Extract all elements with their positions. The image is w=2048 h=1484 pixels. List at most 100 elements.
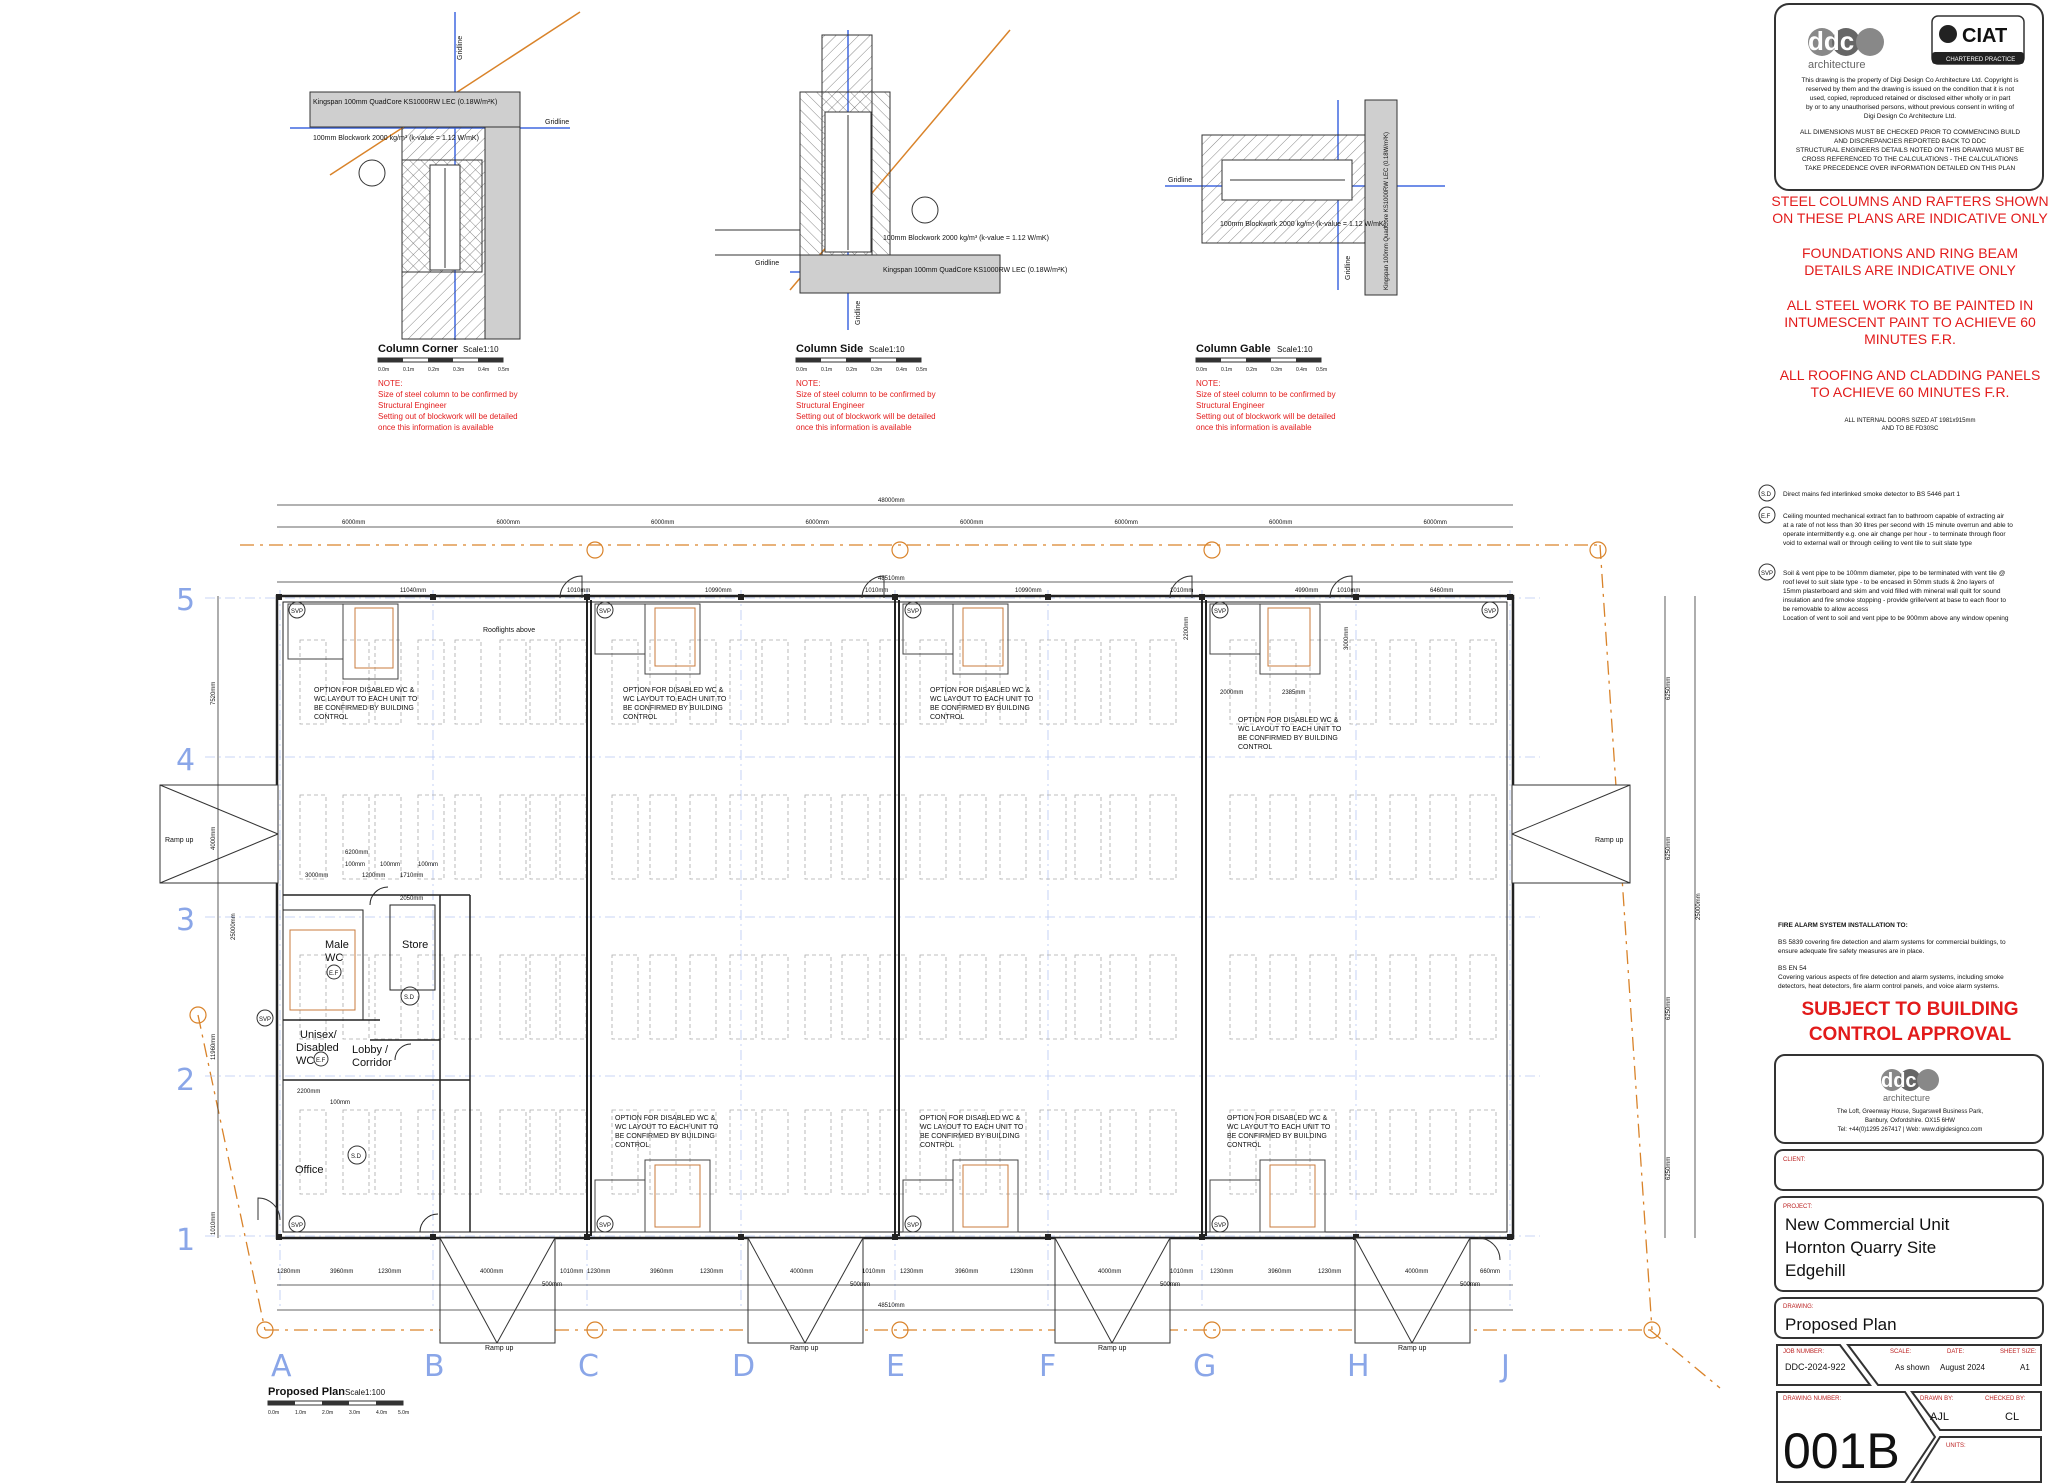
wc-blocks-top <box>287 603 1321 680</box>
rooflights <box>299 639 1497 1195</box>
corner-gridline-v: Gridline <box>457 36 464 60</box>
option2-line1: OPTION FOR DISABLED WC & <box>623 687 724 694</box>
option2-line2: WC LAYOUT TO EACH UNIT TO <box>623 696 727 703</box>
option3-line1: OPTION FOR DISABLED WC & <box>930 687 1031 694</box>
rooflight <box>841 954 869 1040</box>
rooflight <box>1309 1109 1337 1195</box>
gable-tick-1: 0.1m <box>1221 367 1232 373</box>
date-value: August 2024 <box>1940 1363 1985 1372</box>
room-unisex: Unisex/ <box>300 1029 338 1041</box>
grid-number-4: 4 <box>176 743 195 778</box>
legend-text: void to external wall or through ceiling… <box>1783 540 1972 547</box>
job-label: JOB NUMBER: <box>1783 1349 1824 1355</box>
dim-right-1: 6250mm <box>1666 677 1672 700</box>
plan-tick-1: 1.0m <box>295 1410 306 1416</box>
fire-line: detectors, heat detectors, fire alarm co… <box>1778 983 2000 990</box>
gable-dim-2: 2385mm <box>1282 690 1305 696</box>
gable-spec-blockwork: 100mm Blockwork 2000 kg/m³ (k-value = 1.… <box>1220 221 1386 228</box>
rooflight <box>611 639 639 725</box>
option-note-unit1: OPTION FOR DISABLED WC & WC LAYOUT TO EA… <box>314 687 418 721</box>
ramp-label-h: Ramp up <box>1398 1345 1427 1352</box>
rooflight <box>689 954 717 1040</box>
rooflight <box>1389 954 1417 1040</box>
gable-tick-5: 0.5m <box>1316 367 1327 373</box>
dim-bottom: 1230mm <box>1010 1269 1033 1275</box>
grid-letter-F: F <box>1039 1349 1056 1384</box>
svp-tag-6: SVP <box>259 1017 271 1023</box>
dim-bottom: 1230mm <box>1210 1269 1233 1275</box>
copyright-line: by or to any unauthorised persons, witho… <box>1806 104 2014 111</box>
title-block: ddc architecture CIAT CHARTERED PRACTICE… <box>1758 3 2048 1483</box>
project-line-1: New Commercial Unit <box>1785 1215 1950 1234</box>
option5-line2: WC LAYOUT TO EACH UNIT TO <box>615 1124 719 1131</box>
corner-title: Column Corner <box>378 343 459 355</box>
rooflight <box>1309 794 1337 880</box>
dim-right-3: 6250mm <box>1666 997 1672 1020</box>
checked-label: CHECKED BY: <box>1985 1396 2026 1402</box>
plan-tick-3: 3.0m <box>349 1410 360 1416</box>
corner-scalebar: 0.0m 0.1m 0.2m 0.3m 0.4m 0.5m <box>377 357 509 373</box>
corner-note-3: Setting out of blockwork will be detaile… <box>378 412 518 421</box>
ramp-label-d: Ramp up <box>790 1345 819 1352</box>
option-note-unit2: OPTION FOR DISABLED WC & WC LAYOUT TO EA… <box>623 687 727 721</box>
legend-tag: SVP <box>1761 571 1773 577</box>
date-label: DATE: <box>1947 1349 1965 1355</box>
side-title: Column Side <box>796 343 863 355</box>
dim-left-overall: 25000mm <box>231 913 237 940</box>
dim-bottom: 1230mm <box>900 1269 923 1275</box>
svp-tag-9: SVP <box>907 1223 919 1229</box>
office-dim-4: 100mm <box>418 862 438 868</box>
rooflight <box>649 954 677 1040</box>
dim-bottom: 3960mm <box>650 1269 673 1275</box>
option5-line4: CONTROL <box>615 1142 649 1149</box>
rooflight <box>959 954 987 1040</box>
gable-tick-4: 0.4m <box>1296 367 1307 373</box>
rooflight <box>1039 639 1067 725</box>
svp-tag-8: SVP <box>599 1223 611 1229</box>
legend-text: at a rate of not less than 30 litres per… <box>1783 522 2013 529</box>
red-note-line: DETAILS ARE INDICATIVE ONLY <box>1804 262 2016 278</box>
rooflight <box>959 639 987 725</box>
wc-blocks-bottom <box>594 1159 1326 1233</box>
ramp-label-west: Ramp up <box>165 837 194 844</box>
dim-unit: 10990mm <box>705 588 732 594</box>
copyright-note: This drawing is the property of Digi Des… <box>1801 77 2019 120</box>
room-disabled-wc: WC <box>296 1055 314 1067</box>
rooflight <box>689 639 717 725</box>
dimensions-line: TAKE PRECEDENCE OVER INFORMATION DETAILE… <box>1805 165 2016 172</box>
office-dim-2: 100mm <box>345 862 365 868</box>
ciat-text: CIAT <box>1962 25 2007 47</box>
office-dim-10: 100mm <box>330 1100 350 1106</box>
svp-tag-7: SVP <box>291 1223 303 1229</box>
rooflight <box>1469 794 1497 880</box>
rooflight <box>417 954 445 1040</box>
rooflight <box>529 954 557 1040</box>
drawn-value: AJL <box>1930 1411 1949 1423</box>
rooflight <box>1269 1109 1297 1195</box>
side-tick-0: 0.0m <box>796 367 807 373</box>
rooflight <box>761 639 789 725</box>
legend-tag: S.D <box>1761 492 1772 498</box>
plan-scalebar: 0.0m 1.0m 2.0m 3.0m 4.0m 5.0m <box>267 1400 409 1416</box>
side-tick-1: 0.1m <box>821 367 832 373</box>
dim-bay: 6000mm <box>1424 520 1447 526</box>
side-tick-4: 0.4m <box>896 367 907 373</box>
gable-scale: Scale1:10 <box>1277 345 1313 354</box>
side-spec-blockwork: 100mm Blockwork 2000 kg/m³ (k-value = 1.… <box>883 235 1049 242</box>
side-gridline-v: Gridline <box>855 301 862 325</box>
option6-line4: CONTROL <box>920 1142 954 1149</box>
office-dim-1: 6200mm <box>345 850 368 856</box>
rooflight <box>529 1109 557 1195</box>
rooflight <box>1429 639 1457 725</box>
dim-bottom: 3960mm <box>955 1269 978 1275</box>
dim-overall-top: 48000mm <box>878 498 905 504</box>
dim-bay: 6000mm <box>1269 520 1292 526</box>
grid-number-2: 2 <box>176 1063 195 1098</box>
rooflight <box>454 794 482 880</box>
dim-bay: 6000mm <box>342 520 365 526</box>
detail-column-gable: 100mm Blockwork 2000 kg/m³ (k-value = 1.… <box>1165 99 1445 432</box>
gable-gridline-h: Gridline <box>1168 177 1192 184</box>
option3-line2: WC LAYOUT TO EACH UNIT TO <box>930 696 1034 703</box>
